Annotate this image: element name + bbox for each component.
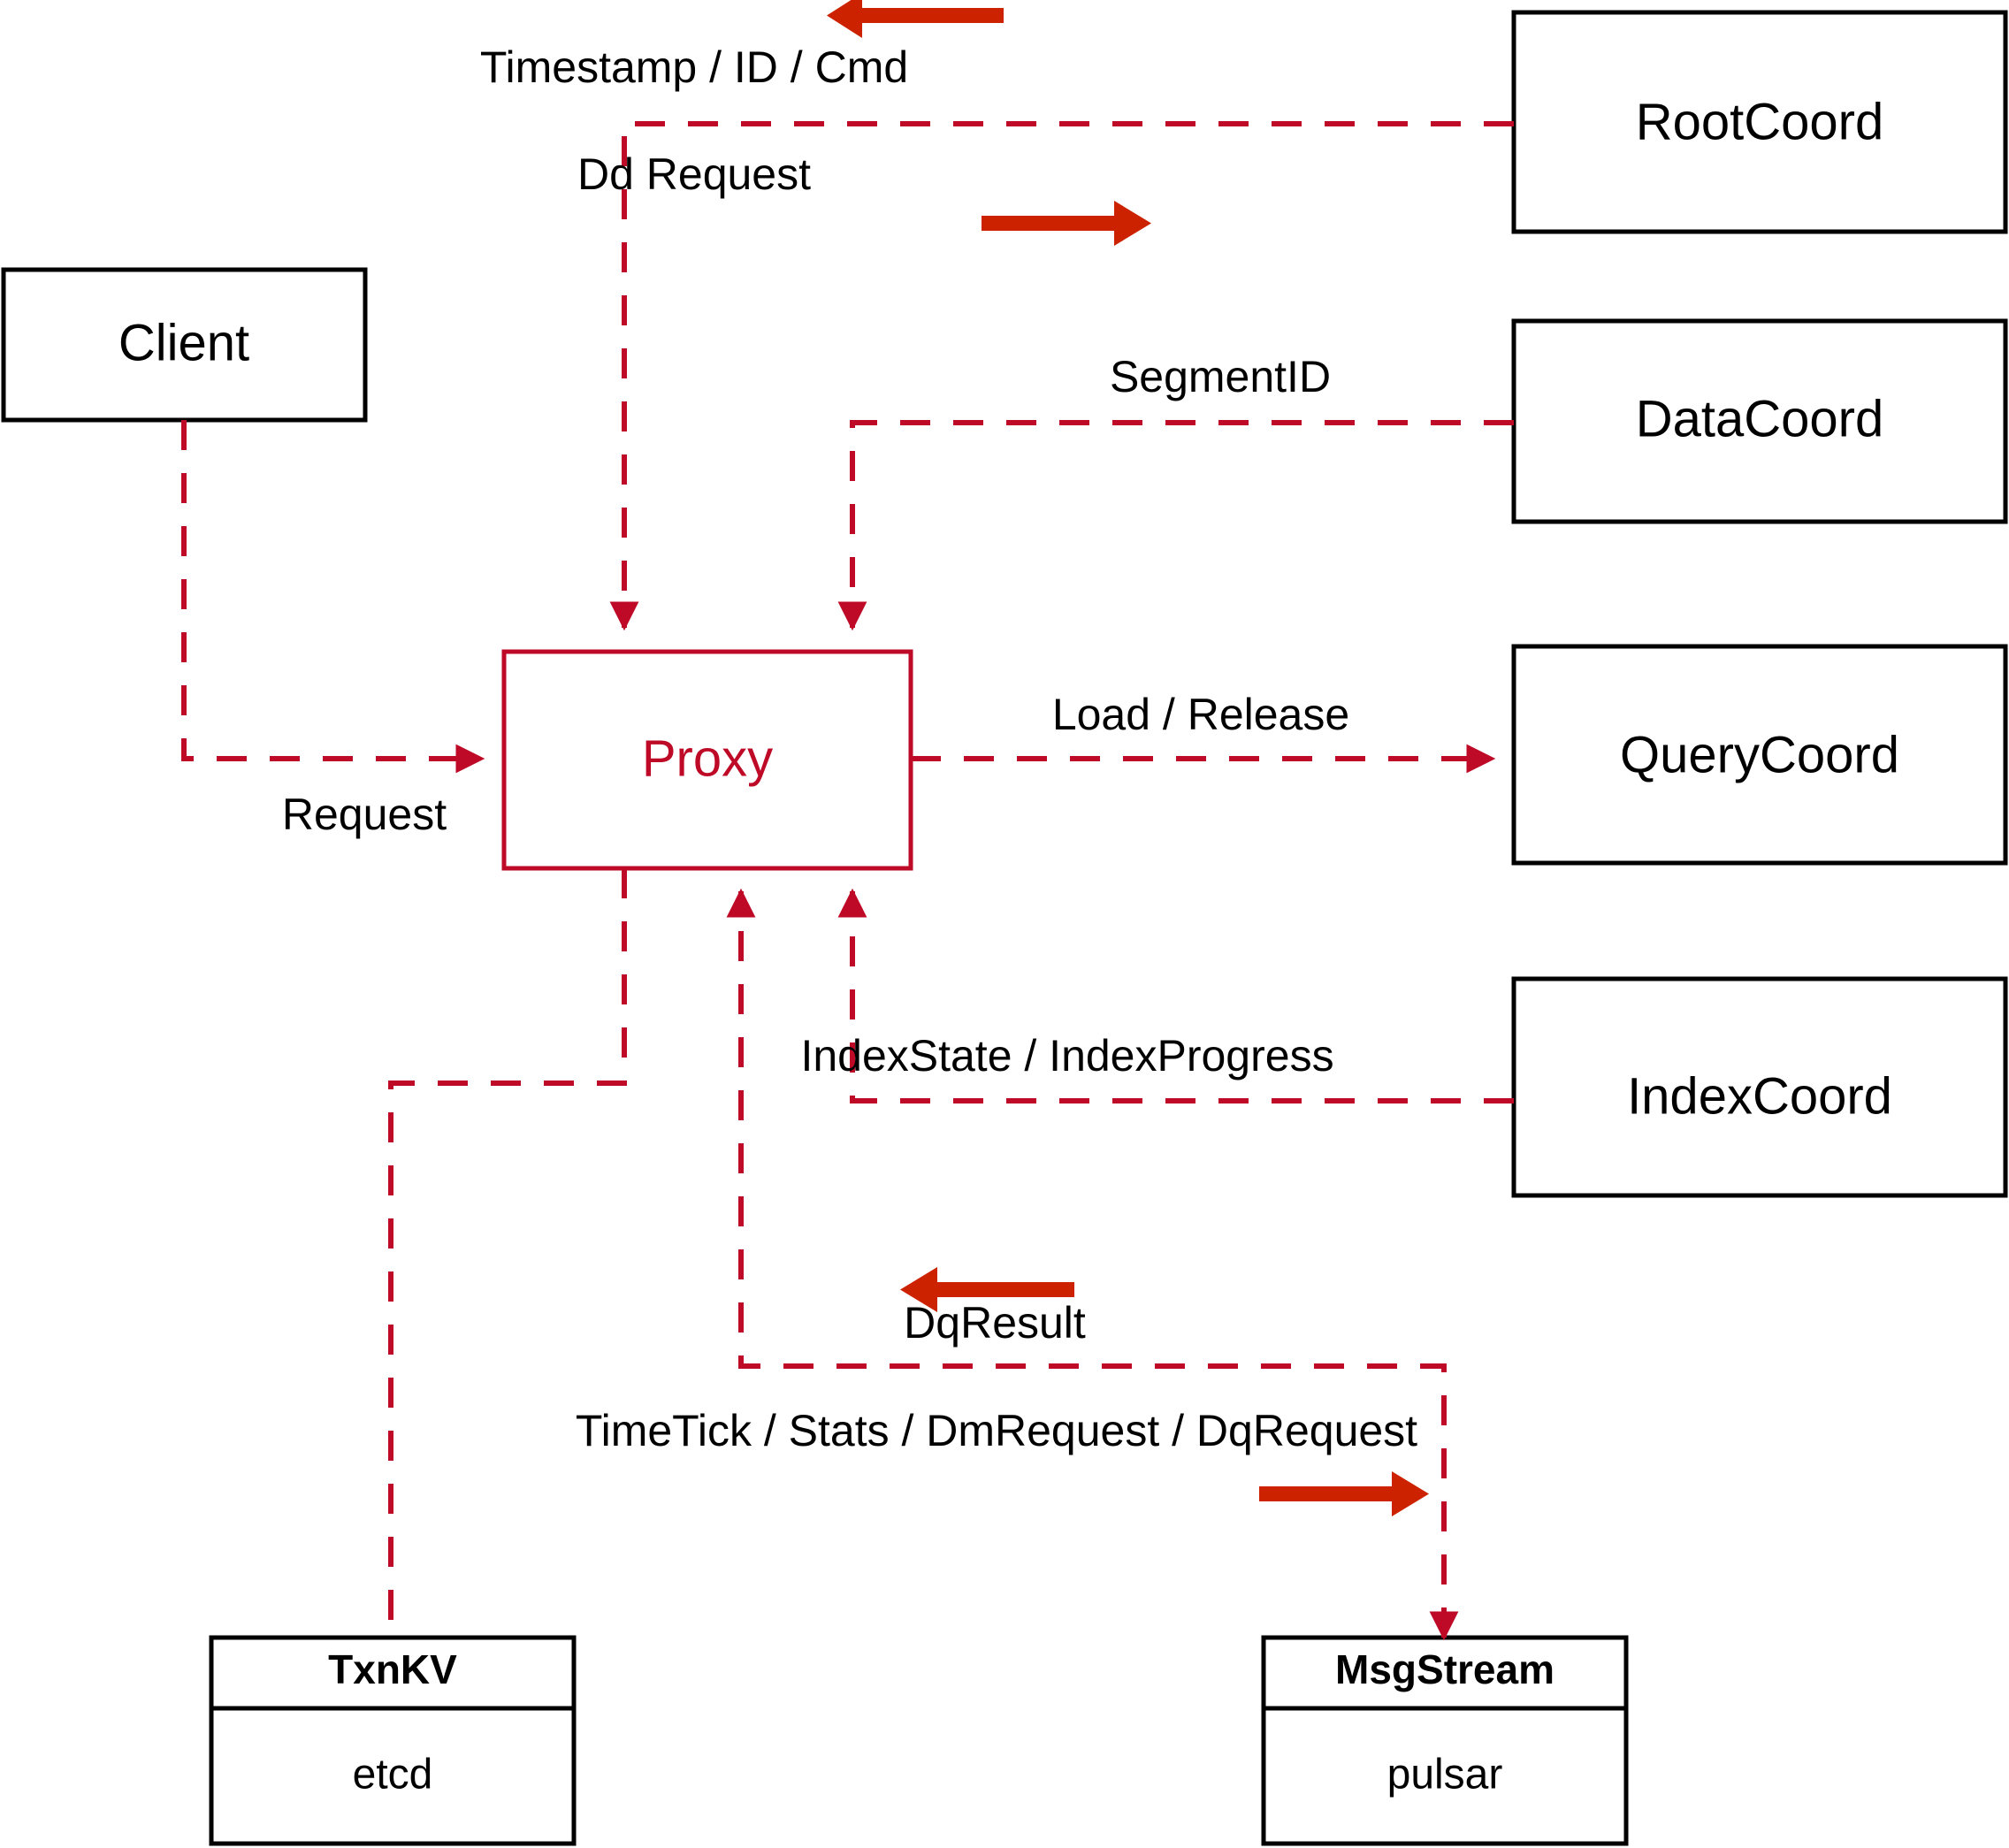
node-data-coord[interactable]: DataCoord	[1511, 318, 2008, 524]
query-coord-box	[1511, 644, 2008, 866]
edge-msg-stream-proxy-bidirectional	[726, 888, 1447, 1638]
label-proxy-to-msg-stream: TimeTick / Stats / DmRequest / DqRequest	[576, 1406, 1417, 1455]
msg-stream-header-label: MsgStream	[1335, 1646, 1554, 1692]
label-client-to-proxy: Request	[282, 790, 447, 839]
msg-stream-body-label: pulsar	[1387, 1752, 1503, 1798]
data-coord-label: DataCoord	[1636, 390, 1883, 447]
root-coord-label: RootCoord	[1636, 93, 1883, 150]
client-box	[1, 267, 368, 423]
proxy-box	[501, 649, 913, 871]
txn-kv-box	[209, 1635, 577, 1846]
index-coord-box	[1511, 976, 2008, 1198]
flow-arrow-right-timetick	[1259, 1471, 1429, 1516]
label-index-coord-to-proxy: IndexState / IndexProgress	[800, 1031, 1333, 1081]
edge-data-coord-to-proxy	[837, 420, 1514, 631]
txn-kv-header-label: TxnKV	[328, 1646, 457, 1692]
node-txn-kv[interactable]: TxnKV etcd	[209, 1635, 577, 1846]
query-coord-label: QueryCoord	[1620, 726, 1899, 783]
edge-root-coord-to-proxy	[609, 121, 1514, 631]
edge-client-to-proxy	[181, 420, 485, 774]
label-data-coord-to-proxy: SegmentID	[1110, 352, 1331, 401]
txn-kv-body-label: etcd	[353, 1752, 433, 1798]
msg-stream-box	[1261, 1635, 1629, 1846]
client-label: Client	[118, 314, 249, 371]
node-msg-stream[interactable]: MsgStream pulsar	[1261, 1635, 1629, 1846]
edge-proxy-to-txn-kv	[388, 868, 627, 1638]
root-coord-box	[1511, 10, 2008, 234]
label-proxy-to-query-coord: Load / Release	[1052, 690, 1349, 739]
flow-arrow-left-timestamp	[827, 0, 1004, 38]
data-coord-box	[1511, 318, 2008, 524]
flow-arrow-left-dq-result	[900, 1267, 1074, 1312]
index-coord-label: IndexCoord	[1627, 1067, 1892, 1125]
label-root-coord-to-proxy: Timestamp / ID / Cmd	[480, 42, 908, 92]
label-proxy-to-root-coord: Dd Request	[577, 149, 811, 199]
node-client[interactable]: Client	[1, 267, 368, 423]
node-proxy[interactable]: Proxy	[501, 649, 913, 871]
node-root-coord[interactable]: RootCoord	[1511, 10, 2008, 234]
flow-arrow-right-dd-request	[982, 201, 1151, 246]
edge-index-coord-to-proxy	[837, 888, 1514, 1103]
proxy-label: Proxy	[642, 729, 773, 787]
node-query-coord[interactable]: QueryCoord	[1511, 644, 2008, 866]
node-index-coord[interactable]: IndexCoord	[1511, 976, 2008, 1198]
